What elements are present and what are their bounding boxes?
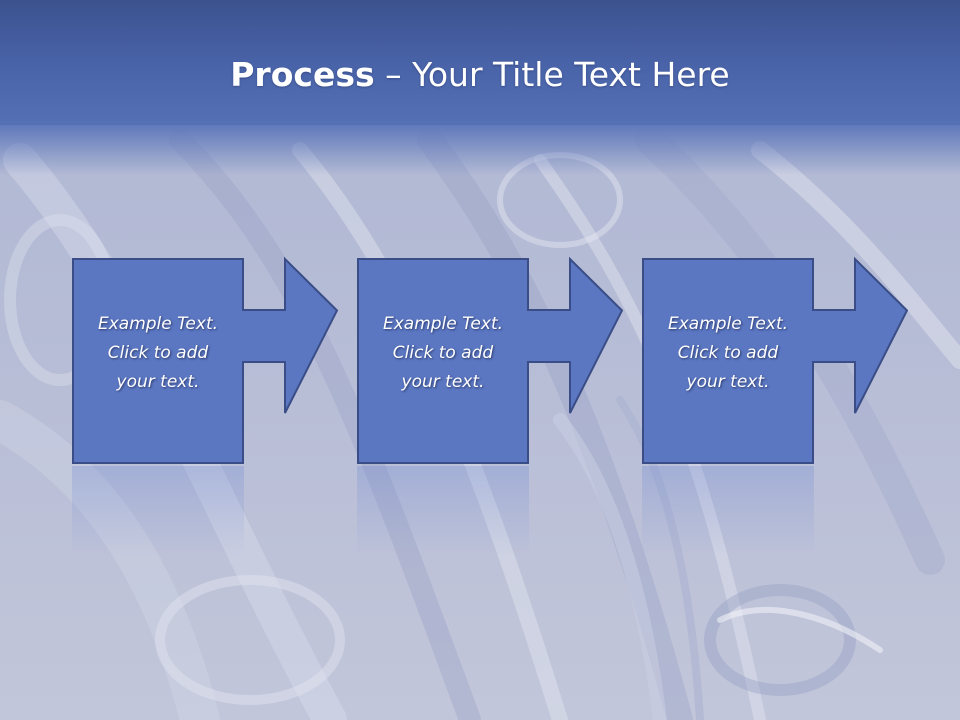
step-text-line: Click to add: [392, 343, 494, 363]
process-step-1[interactable]: Example Text. Click to add your text.: [72, 256, 339, 464]
process-step-3[interactable]: Example Text. Click to add your text.: [642, 256, 909, 464]
step-text-line: Click to add: [677, 343, 779, 363]
title-rest-text: Your Title Text Here: [412, 55, 730, 94]
step-text: Example Text. Click to add your text.: [72, 310, 244, 397]
slide-title[interactable]: Process – Your Title Text Here: [0, 50, 960, 100]
step-text-line: your text.: [686, 372, 770, 392]
title-bold-text: Process: [230, 55, 375, 94]
step-text-line: Example Text.: [382, 314, 504, 334]
right-arrow-icon: [72, 256, 339, 464]
step-reflection: [642, 466, 814, 556]
step-text-line: Example Text.: [97, 314, 219, 334]
step-text-line: Click to add: [107, 343, 209, 363]
step-text: Example Text. Click to add your text.: [357, 310, 529, 397]
title-dash: –: [374, 55, 413, 94]
step-reflection: [72, 466, 244, 556]
step-text-line: your text.: [116, 372, 200, 392]
step-text-line: Example Text.: [667, 314, 789, 334]
step-text: Example Text. Click to add your text.: [642, 310, 814, 397]
right-arrow-icon: [357, 256, 624, 464]
step-text-line: your text.: [401, 372, 485, 392]
process-step-2[interactable]: Example Text. Click to add your text.: [357, 256, 624, 464]
right-arrow-icon: [642, 256, 909, 464]
step-reflection: [357, 466, 529, 556]
